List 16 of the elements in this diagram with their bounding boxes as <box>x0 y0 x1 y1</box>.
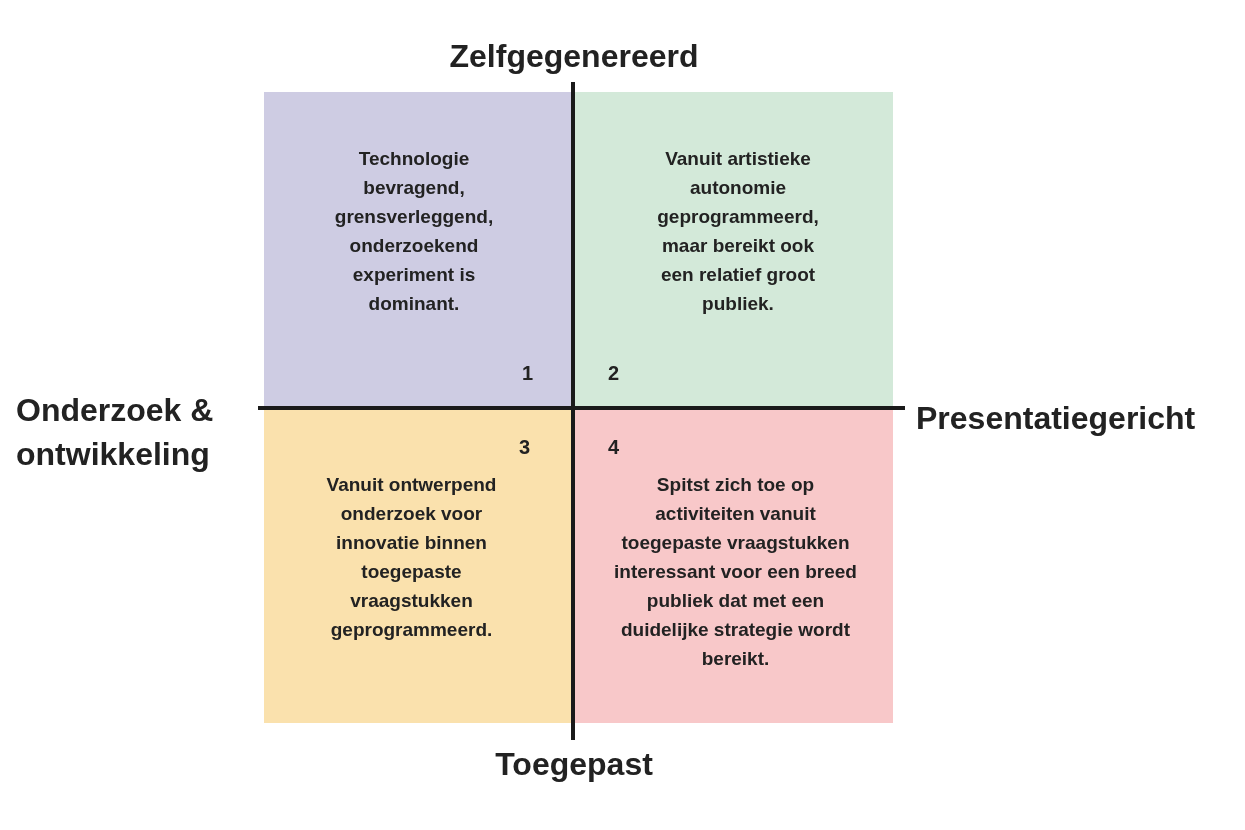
axis-label: Onderzoek & ontwikkeling <box>16 391 215 474</box>
quadrant-description: Vanuit artistieke autonomie geprogrammeerd, maar bereikt ook een relatief groot publiek. <box>656 147 820 316</box>
quadrant-number: 2 <box>608 362 620 385</box>
quadrant-panel <box>264 408 573 723</box>
quadrant-number: 3 <box>519 436 531 459</box>
axis-label: Toegepast <box>494 745 654 784</box>
quadrant-description: Vanuit ontwerpend onderzoek voor innovatie binnen toegepaste vraagstukken geprogrammeerd. <box>325 473 498 642</box>
axis-label: Presentatiegericht <box>916 399 1196 438</box>
quadrant-panel <box>573 92 893 408</box>
quadrant-description: Spitst zich toe op activiteiten vanuit toegepaste vraagstukken interessant voor een breed publiek dat met een duidelijke strategie wordt bereikt. <box>613 473 858 671</box>
quadrant-description: Technologie bevragend, grensverleggend, onderzoekend experiment is dominant. <box>333 147 495 316</box>
quadrant-panel <box>573 408 893 723</box>
quadrant-number: 4 <box>608 436 620 459</box>
axis-label: Zelfgegenereerd <box>448 37 700 76</box>
quadrant-number: 1 <box>522 362 534 385</box>
quadrant-panel <box>264 92 573 408</box>
